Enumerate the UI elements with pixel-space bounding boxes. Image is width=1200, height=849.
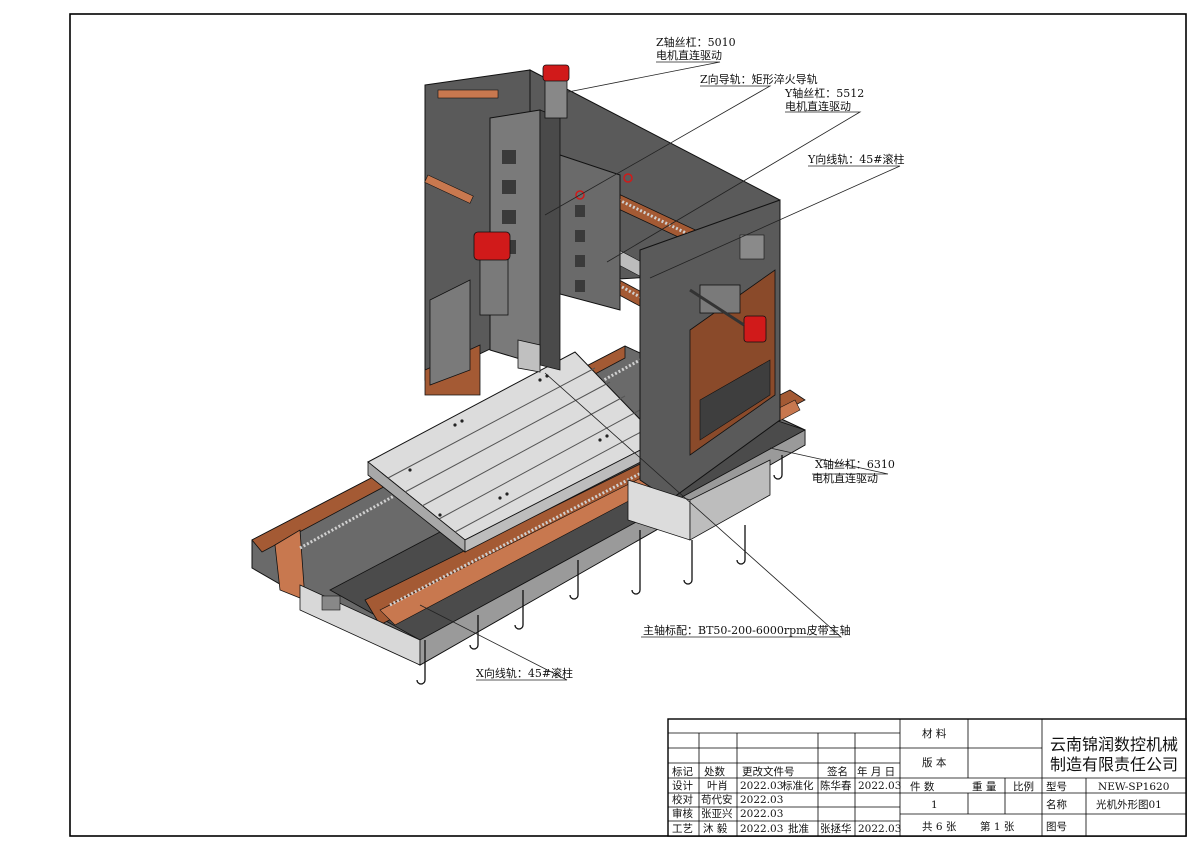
- company-name-line1: 云南锦润数控机械: [1050, 735, 1178, 754]
- leader-z-screw: [567, 61, 721, 93]
- name-value: 光机外形图01: [1096, 798, 1162, 811]
- model-label: 型号: [1046, 780, 1067, 793]
- row-check-label: 校对: [672, 793, 693, 806]
- review-date: 2022.03: [740, 808, 783, 820]
- drawing-border: [69, 13, 1187, 837]
- sheets-total: 共 6 张: [922, 821, 957, 833]
- review-name: 张亚兴: [701, 808, 733, 820]
- design-date: 2022.03: [740, 780, 783, 792]
- callouts: Z轴丝杠：5010 电机直连驱动 Z向导轨：矩形淬火导轨 Y轴丝杠：5512 电…: [476, 35, 904, 680]
- row-process-label: 工艺: [672, 823, 693, 835]
- check-name: 苟代安: [701, 793, 733, 806]
- callout-y-screw-line2: 电机直连驱动: [785, 99, 851, 113]
- row-review-label: 审核: [672, 807, 693, 820]
- leader-lines: [419, 61, 901, 681]
- qty-label: 件 数: [910, 780, 935, 793]
- model-value: NEW-SP1620: [1098, 781, 1169, 793]
- title-block: 云南锦润数控机械 制造有限责任公司 材 料 版 本 件 数 重 量 比例 1 共…: [667, 718, 1187, 837]
- qty-value: 1: [931, 799, 938, 811]
- leveling-feet: [416, 455, 783, 685]
- std-label: 标准化: [782, 779, 814, 792]
- std-date: 2022.03: [858, 780, 901, 792]
- std-name: 陈华春: [820, 779, 852, 792]
- callout-x-screw-line2: 电机直连驱动: [812, 471, 878, 485]
- leader-x-guide: [419, 604, 568, 681]
- company-name-line2: 制造有限责任公司: [1050, 755, 1178, 774]
- servo-motors: [473, 64, 767, 343]
- hdr-sign: 签名: [827, 765, 848, 778]
- process-name: 沐 毅: [703, 822, 728, 835]
- scale-label: 比例: [1013, 780, 1034, 793]
- hdr-mark: 标记: [672, 766, 693, 778]
- check-date: 2022.03: [740, 794, 783, 806]
- material-label: 材 料: [922, 727, 947, 740]
- leader-spindle: [544, 372, 843, 638]
- y-carriage: [544, 149, 633, 311]
- leader-z-guide: [544, 85, 772, 216]
- hdr-count: 处数: [704, 765, 725, 778]
- weight-label: 重 量: [972, 780, 997, 793]
- leader-y-guide: [649, 165, 901, 279]
- callout-x-guide: X向线轨：45#滚柱: [476, 666, 573, 680]
- sheet-number: 第 1 张: [980, 820, 1015, 833]
- drawing-no-label: 图号: [1046, 821, 1067, 833]
- design-name: 叶肖: [707, 779, 728, 792]
- name-label: 名称: [1046, 798, 1068, 811]
- callout-x-screw-line1: X轴丝杠：6310: [815, 457, 895, 471]
- callout-y-guide: Y向线轨：45#滚柱: [807, 152, 904, 166]
- row-design-label: 设计: [672, 779, 693, 792]
- approve-date: 2022.03: [858, 823, 901, 835]
- approve-label: 批准: [788, 822, 809, 835]
- version-label: 版 本: [922, 756, 947, 769]
- callout-z-screw-line2: 电机直连驱动: [656, 48, 722, 62]
- gantry-machine-illustration: [251, 64, 806, 685]
- callout-z-guide: Z向导轨：矩形淬火导轨: [700, 72, 818, 86]
- hdr-docno: 更改文件号: [742, 765, 795, 778]
- leader-y-screw: [606, 111, 862, 263]
- approve-name: 张拯华: [820, 822, 852, 835]
- gantry-right-column: [627, 199, 781, 541]
- callout-y-screw-line1: Y轴丝杠：5512: [784, 86, 864, 100]
- leader-x-screw: [769, 447, 889, 475]
- hdr-date: 年 月 日: [857, 765, 895, 778]
- process-date: 2022.03: [740, 823, 783, 835]
- callout-spindle: 主轴标配：BT50-200-6000rpm皮带主轴: [643, 623, 851, 637]
- callout-z-screw-line1: Z轴丝杠：5010: [656, 35, 736, 49]
